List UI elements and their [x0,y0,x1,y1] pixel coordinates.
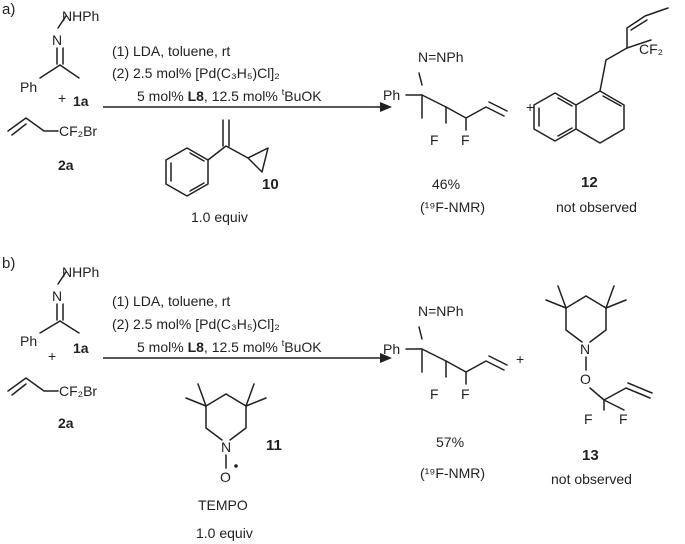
svg-text:+: + [48,348,56,364]
svg-text:(1) LDA, toluene, rt: (1) LDA, toluene, rt [112,293,230,309]
panel-b: b) NHPh N Ph + 1a CF₂Br 2a (1) LDA, tolu… [2,255,653,541]
svg-text:not observed: not observed [556,199,637,215]
svg-text:(1) LDA, toluene, rt: (1) LDA, toluene, rt [112,43,230,59]
svg-text:F: F [461,386,470,402]
svg-text:N: N [221,439,231,455]
yield: 46% [432,176,460,192]
reaction-conditions: (1) LDA, toluene, rt (2) 2.5 mol% [Pd(C₃… [103,43,392,112]
svg-text:+: + [516,351,524,367]
additive-10: 10 1.0 equiv [165,119,279,225]
svg-text:NHPh: NHPh [62,264,99,280]
svg-text:+: + [526,99,534,115]
svg-text:+: + [58,90,66,106]
svg-text:CF₂: CF₂ [639,41,663,57]
svg-text:N=NPh: N=NPh [418,303,464,319]
svg-text:F: F [619,411,628,427]
svg-text:1.0 equiv: 1.0 equiv [196,525,253,541]
svg-text:O: O [580,371,591,387]
additive-11-tempo: N O 11 TEMPO 1.0 equiv [185,383,282,541]
product-a: N=NPh Ph F F 46% (¹⁹F-NMR) [383,49,508,215]
compound-id: 12 [581,174,598,191]
product-b: N=NPh Ph F F 57% (¹⁹F-NMR) [383,303,508,481]
yield: 57% [436,434,464,450]
yield-method: (¹⁹F-NMR) [420,199,485,215]
reaction-conditions: (1) LDA, toluene, rt (2) 2.5 mol% [Pd(C₃… [103,293,392,363]
svg-text:5 mol% L8, 12.5 mol% tBuOK: 5 mol% L8, 12.5 mol% tBuOK [137,87,322,104]
svg-text:(2) 2.5 mol% [Pd(C₃H₅)Cl]₂: (2) 2.5 mol% [Pd(C₃H₅)Cl]₂ [112,65,280,81]
svg-text:Ph: Ph [20,79,37,95]
compound-id: 10 [262,176,279,193]
svg-text:TEMPO: TEMPO [198,497,248,513]
svg-text:N: N [580,341,590,357]
reagent-2a: CF₂Br 2a [7,377,97,431]
panel-label: b) [2,255,15,272]
substrate-1a: NHPh N Ph + 1a [20,8,99,109]
svg-text:(2) 2.5 mol% [Pd(C₃H₅)Cl]₂: (2) 2.5 mol% [Pd(C₃H₅)Cl]₂ [112,316,280,332]
svg-text:F: F [430,386,439,402]
substrate-1a: NHPh N Ph + 1a [20,264,99,364]
compound-id: 2a [58,415,74,431]
svg-text:N: N [52,288,62,304]
svg-text:5 mol% L8, 12.5 mol% tBuOK: 5 mol% L8, 12.5 mol% tBuOK [137,338,322,355]
side-product-12: CF₂ 12 not observed [533,7,669,215]
compound-id: 2a [58,157,74,173]
svg-text:F: F [461,132,470,148]
svg-text:O: O [220,469,231,485]
svg-text:N: N [52,32,62,48]
svg-text:1.0 equiv: 1.0 equiv [191,209,248,225]
panel-a: a) NHPh N Ph + 1a CF₂Br 2a (1) LDA, tolu… [2,1,669,225]
svg-text:Ph: Ph [383,87,400,103]
compound-id: 1a [73,340,89,356]
compound-id: 1a [73,93,89,109]
svg-text:Ph: Ph [20,333,37,349]
compound-id: 13 [582,447,599,464]
svg-text:Ph: Ph [383,341,400,357]
yield-method: (¹⁹F-NMR) [420,465,485,481]
reagent-2a: CF₂Br 2a [7,117,97,173]
svg-text:F: F [584,411,593,427]
svg-text:NHPh: NHPh [62,8,99,24]
side-product-13: N O F F 13 not observed [545,285,653,487]
svg-text:CF₂Br: CF₂Br [59,123,97,139]
svg-text:CF₂Br: CF₂Br [59,383,97,399]
svg-text:N=NPh: N=NPh [418,49,464,65]
svg-text:F: F [430,132,439,148]
panel-label: a) [2,1,15,18]
compound-id: 11 [266,437,282,454]
svg-text:not observed: not observed [551,471,632,487]
